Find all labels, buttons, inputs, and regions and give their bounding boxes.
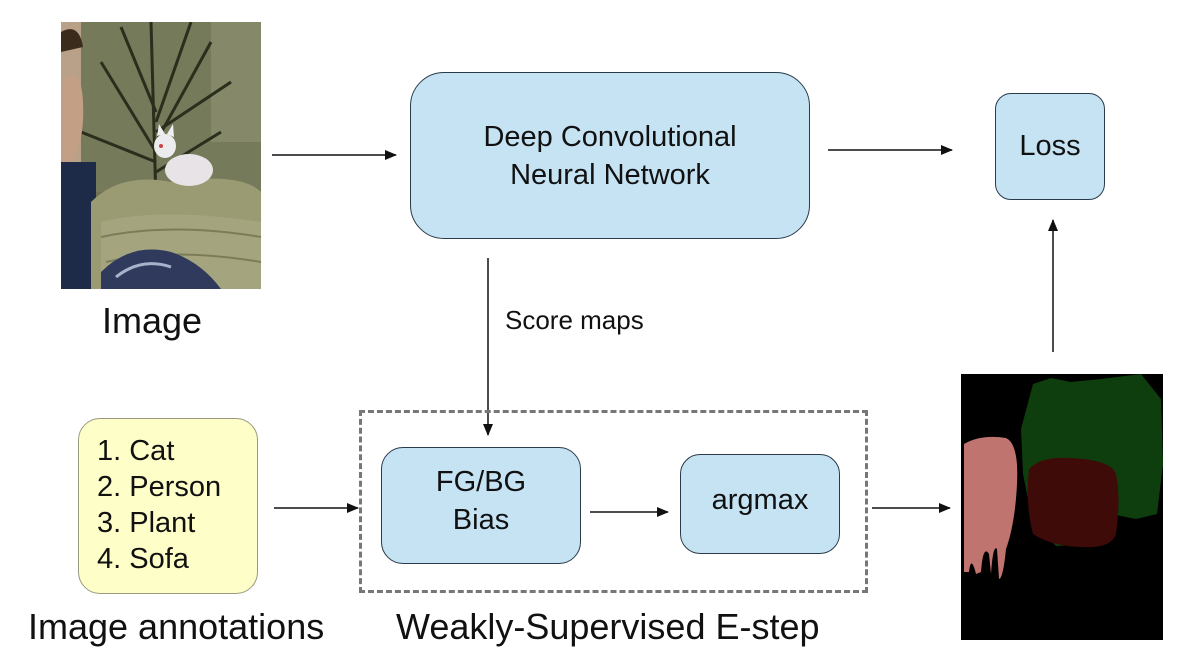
loss-node: Loss — [995, 93, 1105, 200]
image-caption: Image — [102, 300, 203, 341]
annotation-item: 4. Sofa — [97, 543, 189, 575]
cnn-node: Deep Convolutional Neural Network — [410, 72, 810, 239]
annotations-list: 1. Cat 2. Person 3. Plant 4. Sofa — [97, 433, 257, 577]
argmax-node: argmax — [680, 454, 840, 554]
loss-label: Loss — [1019, 130, 1081, 162]
estep-group-box — [359, 410, 868, 593]
annotation-item: 3. Plant — [97, 507, 196, 539]
estep-caption: Weakly-Supervised E-step — [396, 606, 820, 647]
cnn-label: Deep Convolutional Neural Network — [483, 120, 737, 191]
annotations-box: 1. Cat 2. Person 3. Plant 4. Sofa — [78, 418, 258, 594]
input-image — [61, 22, 261, 289]
score-maps-label: Score maps — [505, 305, 644, 335]
cat-region — [1027, 457, 1119, 548]
annotation-item: 1. Cat — [97, 435, 175, 467]
image-annotations-caption: Image annotations — [28, 606, 325, 647]
fgbg-bias-node: FG/BG Bias — [381, 447, 581, 564]
argmax-label: argmax — [711, 483, 809, 516]
person-region — [964, 436, 1018, 579]
fgbg-label: FG/BG Bias — [435, 465, 527, 536]
segmentation-map — [961, 374, 1163, 640]
annotation-item: 2. Person — [97, 471, 222, 503]
